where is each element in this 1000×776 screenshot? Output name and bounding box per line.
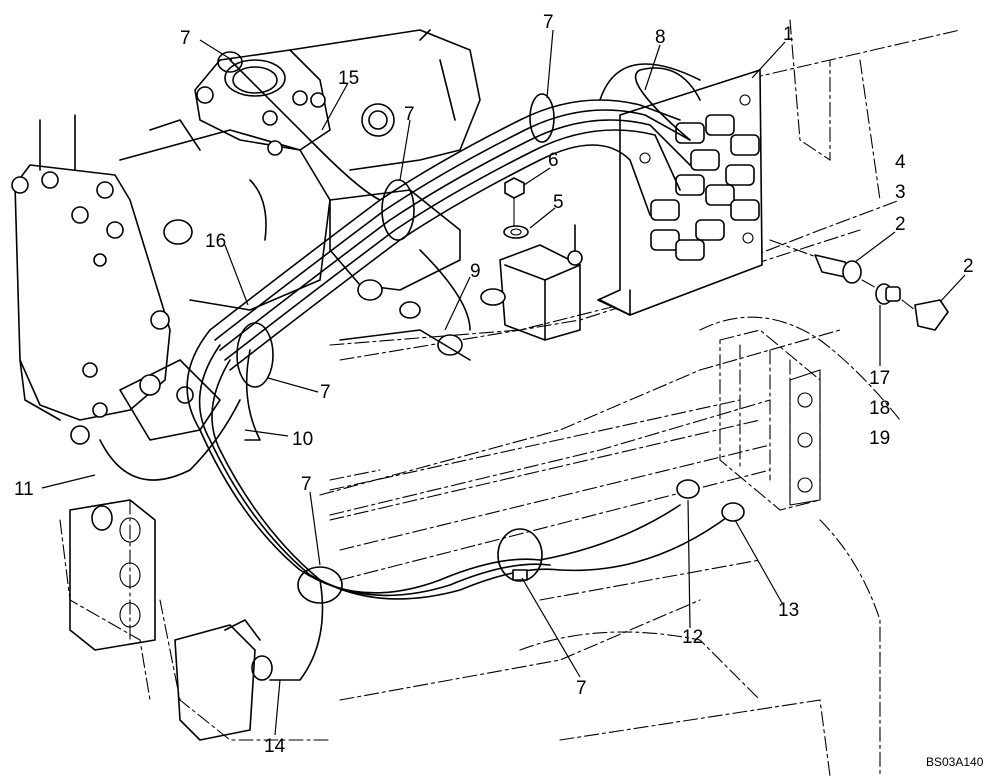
callout-7: 7 xyxy=(576,678,587,699)
callout-4: 4 xyxy=(895,152,906,173)
exploded-fittings xyxy=(769,239,949,331)
hydraulic-pump xyxy=(11,114,331,445)
nut-and-washer xyxy=(503,177,529,239)
leader-lines xyxy=(41,29,966,736)
callout-7: 7 xyxy=(320,382,331,403)
callout-8: 8 xyxy=(655,27,666,48)
callout-6: 6 xyxy=(548,150,559,171)
callout-7: 7 xyxy=(180,28,191,49)
callout-16: 16 xyxy=(205,231,226,252)
callout-2: 2 xyxy=(963,256,974,277)
callout-labels: 7 7 8 1 15 7 6 5 9 16 4 3 2 2 17 18 19 7… xyxy=(14,12,984,769)
lower-left-block xyxy=(69,499,261,741)
drawing-reference-code: BS03A140 xyxy=(926,755,984,769)
callout-13: 13 xyxy=(778,600,799,621)
callout-9: 9 xyxy=(470,261,481,282)
callout-12: 12 xyxy=(682,627,703,648)
tube-clamps xyxy=(217,51,555,604)
phantom-frame xyxy=(59,19,961,776)
manifold-block xyxy=(329,189,581,361)
bulkhead-fittings xyxy=(650,114,760,261)
callout-7: 7 xyxy=(301,474,312,495)
callout-18: 18 xyxy=(869,398,890,419)
callout-7: 7 xyxy=(404,104,415,125)
callout-5: 5 xyxy=(553,192,564,213)
upper-housing xyxy=(194,29,481,171)
callout-2: 2 xyxy=(895,214,906,235)
callout-11: 11 xyxy=(14,479,34,500)
callout-10: 10 xyxy=(292,429,313,450)
bulkhead-plate xyxy=(597,69,763,316)
tube-bundle xyxy=(99,59,745,681)
callout-17: 17 xyxy=(869,368,890,389)
callout-1: 1 xyxy=(783,24,794,45)
valve-block-phantom xyxy=(329,329,821,581)
callout-15: 15 xyxy=(338,68,359,89)
callout-14: 14 xyxy=(264,736,286,757)
callout-3: 3 xyxy=(895,182,906,203)
callout-19: 19 xyxy=(869,428,890,449)
callout-7: 7 xyxy=(543,12,554,33)
